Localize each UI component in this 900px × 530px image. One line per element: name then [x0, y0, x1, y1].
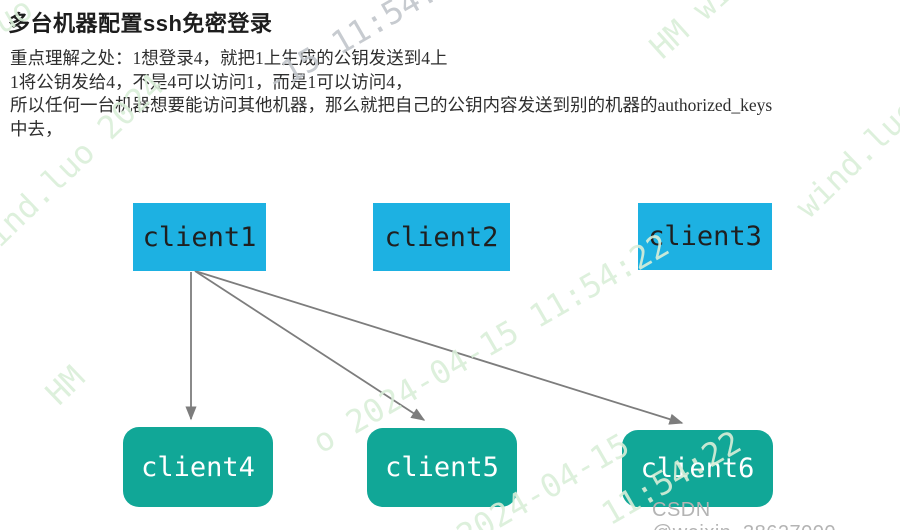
node-client6: client6 [622, 430, 773, 507]
paragraph-line: 中去， [10, 118, 63, 139]
edge-client1-client5 [194, 270, 426, 421]
paragraph-line: 重点理解之处：1想登录4，就把1上生成的公钥发送到4上 [10, 48, 448, 68]
node-label: client5 [385, 452, 499, 483]
node-client2: client2 [373, 203, 510, 271]
node-label: client4 [141, 451, 255, 483]
edge-client1-client6 [194, 270, 684, 425]
page-title: 多台机器配置ssh免密登录 [8, 11, 273, 36]
node-label: client3 [648, 221, 762, 252]
node-label: client1 [142, 221, 257, 253]
paragraph-line: 所以任何一台机器想要能访问其他机器，那么就把自己的公钥内容发送到别的机器的aut… [10, 95, 773, 115]
node-client3: client3 [638, 203, 772, 270]
node-label: client2 [384, 221, 499, 253]
node-client5: client5 [367, 428, 517, 507]
node-label: client6 [640, 453, 755, 484]
paragraph-line: 1将公钥发给4，不是4可以访问1，而是1可以访问4， [10, 71, 413, 92]
node-client1: client1 [133, 203, 266, 271]
csdn-credit: CSDN @weixin_38627000 [652, 499, 836, 530]
intro-paragraph: 重点理解之处：1想登录4，就把1上生成的公钥发送到4上 1将公钥发给4，不是4可… [10, 47, 772, 141]
node-client4: client4 [123, 427, 273, 507]
